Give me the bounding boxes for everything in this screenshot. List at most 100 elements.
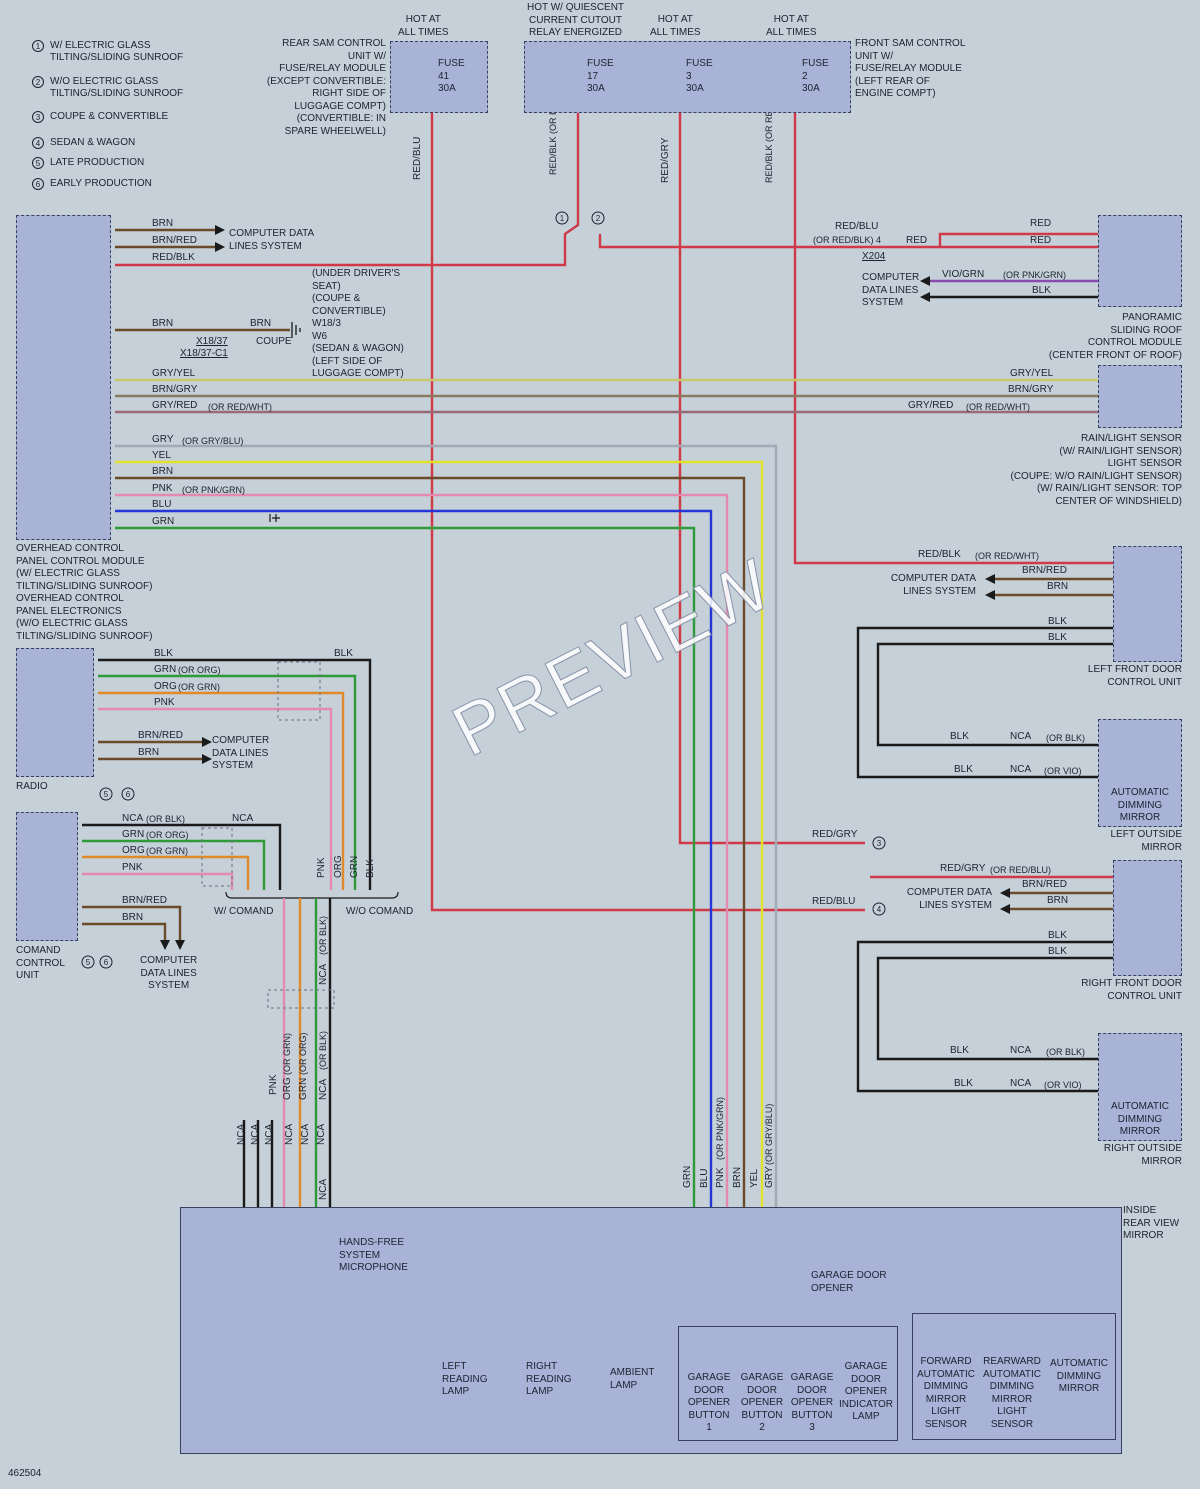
microphone-label: HANDS-FREE SYSTEM MICROPHONE — [339, 1237, 408, 1273]
garage-door-opener-label: GARAGE DOOR OPENER — [811, 1270, 887, 1294]
arrow-right-icon — [202, 737, 212, 747]
option-marker-icon — [121, 787, 135, 801]
wire-label: NCA — [284, 1124, 295, 1145]
wire-brn-red-can-b-h — [82, 905, 182, 940]
w-comand-label: W/ COMAND — [214, 906, 274, 917]
wire-label: (OR RED/WHT) — [966, 402, 1030, 412]
option-marker-icon — [591, 211, 605, 225]
wire-label: (OR RED/BLK) 4 — [813, 235, 881, 245]
wire-red-blk-fuse17 — [115, 113, 580, 267]
rain-light-sensor — [1098, 365, 1182, 428]
inside-mirror-label: INSIDE REAR VIEW MIRROR — [1123, 1205, 1180, 1241]
arrow-left-icon — [1000, 904, 1010, 914]
wire-label: NCA — [264, 1124, 275, 1145]
ambient-lamp-label: AMBIENT LAMP — [610, 1367, 655, 1391]
wire-label: BRN/RED — [138, 730, 183, 741]
wire-label: GRY — [152, 434, 174, 445]
left-mirror-inner-label: AUTOMATIC DIMMING MIRROR — [1111, 787, 1169, 823]
arrow-left-icon — [1000, 888, 1010, 898]
wire-label: BLK — [954, 1078, 973, 1089]
right-mirror-inner-label: AUTOMATIC DIMMING MIRROR — [1111, 1101, 1169, 1137]
option-marker-number: 4 — [877, 905, 882, 914]
wire-org-mic2 — [98, 691, 345, 890]
wire-org-mic2 — [82, 855, 250, 890]
wire-blk-31 — [876, 642, 1113, 747]
splice-icon — [269, 514, 280, 522]
wire-label: BRN/RED — [1022, 879, 1067, 890]
wire-label: BLK — [1048, 946, 1067, 957]
panoramic-roof-label: PANORAMIC SLIDING ROOF CONTROL MODULE (C… — [1048, 312, 1182, 361]
wire-label: GRY/RED — [908, 400, 953, 411]
mirror-sensor-panel — [912, 1313, 1116, 1440]
wire-label: NCA — [1010, 731, 1031, 742]
wire-label: GRN — [682, 1166, 693, 1188]
hot-at-all-times-label-2: HOT AT ALL TIMES — [650, 14, 701, 38]
legend-number: 1 — [32, 40, 44, 52]
wire-label: NCA — [1010, 764, 1031, 775]
auto-dimming-label: AUTOMATIC DIMMING MIRROR — [1050, 1358, 1108, 1394]
wire-label: BLK — [334, 648, 353, 659]
wire-label: NCA — [236, 1124, 247, 1145]
wire-label: (OR PNK/GRN) — [182, 485, 245, 495]
wire-label: BRN — [122, 912, 143, 923]
wire-label: GRN — [349, 856, 360, 878]
wire-yel-lin2 — [115, 460, 764, 1207]
legend-text: LATE PRODUCTION — [50, 157, 145, 168]
wire-label: BLK — [154, 648, 173, 659]
wire-label: BLK — [365, 859, 376, 878]
wire-label: (OR BLK) — [1046, 733, 1085, 743]
wire-label: BRN — [732, 1167, 743, 1188]
wire-label: BRN/GRY — [152, 384, 198, 395]
option-marker-icon — [872, 902, 886, 916]
overhead-computer-data-label: COMPUTER DATA LINES SYSTEM — [229, 228, 315, 252]
legend-number: 4 — [32, 137, 44, 149]
wire-label: YEL — [152, 450, 171, 461]
left-front-door-control-unit — [1113, 546, 1182, 662]
wire-label: NCA — [318, 964, 329, 985]
legend-text: W/O ELECTRIC GLASS TILTING/SLIDING SUNRO… — [50, 76, 184, 99]
wire-pnk-mic1 — [82, 872, 234, 890]
figure-number: 462504 — [8, 1468, 42, 1479]
wire-label: (OR RED/WHT) — [975, 551, 1039, 561]
wire-label: (OR BLK) — [1046, 1047, 1085, 1057]
wire-label: RED — [1030, 235, 1051, 246]
option-marker-number: 5 — [86, 958, 91, 967]
radio-unit — [16, 648, 94, 777]
fuse-41-label: FUSE 41 30A — [438, 58, 465, 94]
garage-button-1-label: GARAGE DOOR OPENER BUTTON 1 — [687, 1372, 731, 1433]
right-outside-mirror — [1098, 1033, 1182, 1141]
wire-label: GRN — [122, 829, 144, 840]
wire-blk-31 — [876, 956, 1113, 1061]
arrow-right-icon — [215, 225, 225, 235]
bracket-icon — [225, 891, 399, 899]
arrow-left-icon — [920, 292, 930, 302]
wire-label: BLU — [699, 1169, 710, 1188]
garage-button-2-label: GARAGE DOOR OPENER BUTTON 2 — [740, 1372, 784, 1433]
wire-label: (OR VIO) — [1044, 766, 1082, 776]
wire-label: BRN — [152, 218, 173, 229]
wire-label: (OR PNK/GRN) — [1003, 270, 1066, 280]
wire-label: ORG — [154, 681, 177, 692]
wire-label: GRY/RED — [152, 400, 197, 411]
roof-computer-data-label: COMPUTER DATA LINES SYSTEM — [862, 272, 920, 308]
legend-text: COUPE & CONVERTIBLE — [50, 111, 169, 122]
wire-label: BRN — [138, 747, 159, 758]
wire-label: GRY/YEL — [152, 368, 196, 379]
wire-label: YEL — [749, 1169, 760, 1188]
wire-label: NCA — [316, 1124, 327, 1145]
front-sam-label: FRONT SAM CONTROL UNIT W/ FUSE/RELAY MOD… — [855, 38, 966, 99]
rear-sam-label: REAR SAM CONTROL UNIT W/ FUSE/RELAY MODU… — [266, 38, 386, 137]
wire-red-gry-fuse3 — [678, 113, 865, 845]
wire-label: BLK — [1048, 616, 1067, 627]
wire-label: (OR GRY/BLU) — [182, 436, 243, 446]
option-marker-number: 5 — [104, 790, 109, 799]
wire-label: GRN — [152, 516, 174, 527]
wire-label: NCA — [232, 813, 253, 824]
wire-label: (OR BLK) — [318, 916, 328, 955]
option-marker-icon — [99, 787, 113, 801]
wire-label: BLK — [1048, 632, 1067, 643]
wire-label: NCA — [318, 1079, 329, 1100]
rain-light-sensor-label: RAIN/LIGHT SENSOR (W/ RAIN/LIGHT SENSOR)… — [1010, 433, 1183, 507]
radio-computer-data-label: COMPUTER DATA LINES SYSTEM — [212, 735, 270, 771]
wire-label: BLK — [954, 764, 973, 775]
